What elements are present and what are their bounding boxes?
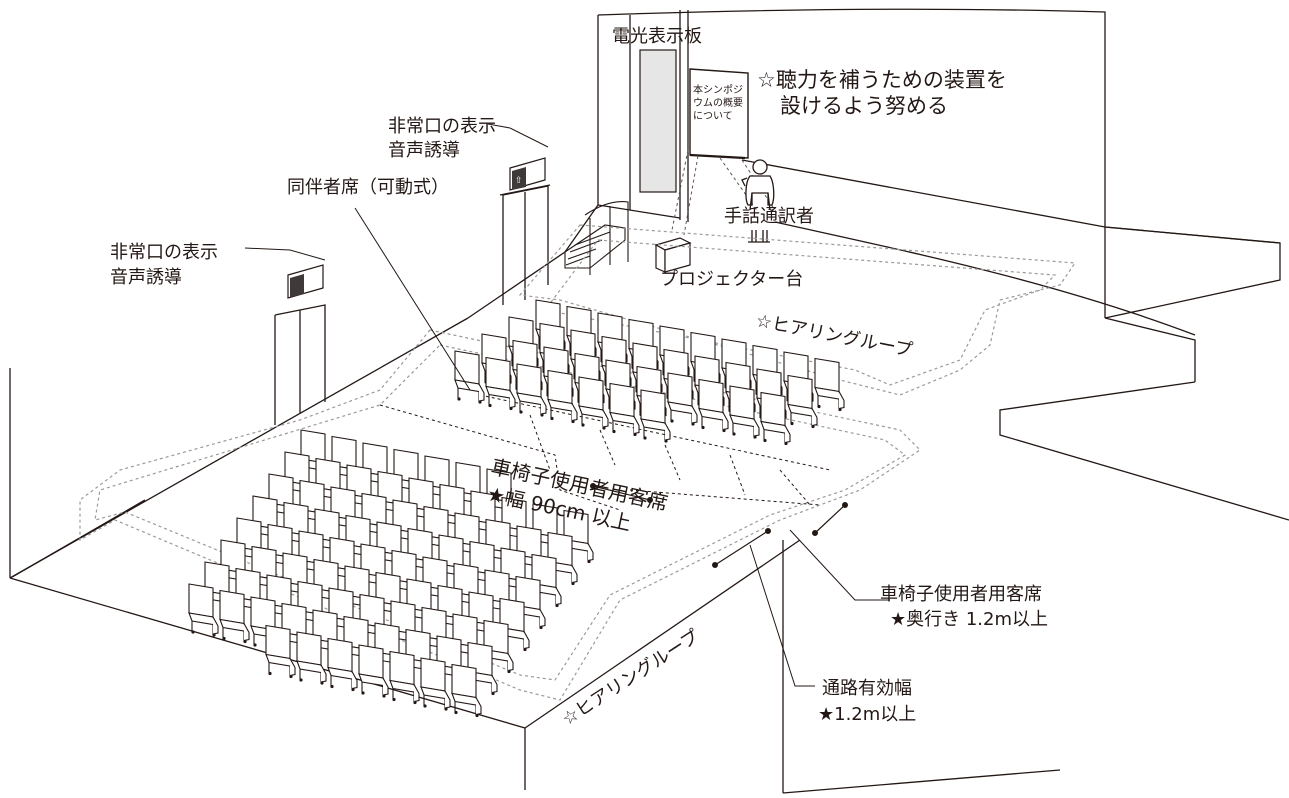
- screen-text-line3: について: [693, 110, 733, 122]
- wheelchair-area-dashes: [379, 394, 831, 511]
- aisle-width-label-line2: ★1.2m以上: [818, 704, 916, 725]
- wheelchair-right-label-line2: ★奥行き 1.2m以上: [890, 609, 1048, 630]
- exit-sign-right: ⇧: [509, 157, 546, 191]
- seat: [640, 389, 671, 444]
- emergency-exit-right-label-line1: 非常口の表示: [388, 116, 496, 137]
- sign-interpreter-figure: [741, 159, 775, 243]
- wheelchair-right-label-line1: 車椅子使用者用客席: [880, 584, 1042, 605]
- screen-text-line2: ウムの概要: [693, 96, 743, 109]
- exit-sign-left: [287, 264, 324, 299]
- screen: [689, 68, 749, 160]
- seat: [516, 363, 547, 418]
- emergency-exit-left-label-line2: 音声誘導: [110, 267, 182, 288]
- measurement-markers: [589, 483, 848, 568]
- hearing-device-label-line2: 設けるよう努める: [780, 94, 948, 118]
- hearing-loop-boundaries: [79, 224, 1077, 701]
- svg-text:⇧: ⇧: [515, 176, 523, 186]
- sign-interpreter-label: 手話通訳者: [724, 206, 814, 227]
- aisle-width-label-line1: 通路有効幅: [822, 678, 912, 699]
- seat: [578, 376, 609, 431]
- display-board-label: 電光表示板: [612, 26, 702, 47]
- projector-stand-label: プロジェクター台: [660, 269, 803, 290]
- screen-text-line1: 本シンポジ: [693, 83, 743, 96]
- seat: [814, 357, 845, 412]
- display-board-panel: [639, 49, 677, 193]
- seat: [760, 391, 791, 446]
- stairs: [564, 201, 629, 275]
- seat: [485, 356, 516, 411]
- hearing-device-label-line1: ☆聴力を補うための装置を: [757, 68, 1007, 92]
- emergency-exit-left-label-line1: 非常口の表示: [110, 242, 218, 263]
- exit-door-left: [274, 304, 326, 425]
- projector-stand: [654, 237, 692, 273]
- hearing-loop-front-label: ☆ヒアリングループ: [558, 626, 703, 730]
- hearing-loop-back-label: ☆ヒアリングループ: [754, 310, 914, 361]
- companion-seat-label: 同伴者席（可動式）: [287, 177, 449, 198]
- seat: [609, 382, 640, 437]
- seat: [454, 350, 485, 405]
- exit-door-right: [499, 184, 551, 305]
- seat: [729, 385, 760, 440]
- leader-lines: [244, 123, 890, 687]
- emergency-exit-right-label-line2: 音声誘導: [388, 140, 460, 161]
- seat: [547, 369, 578, 424]
